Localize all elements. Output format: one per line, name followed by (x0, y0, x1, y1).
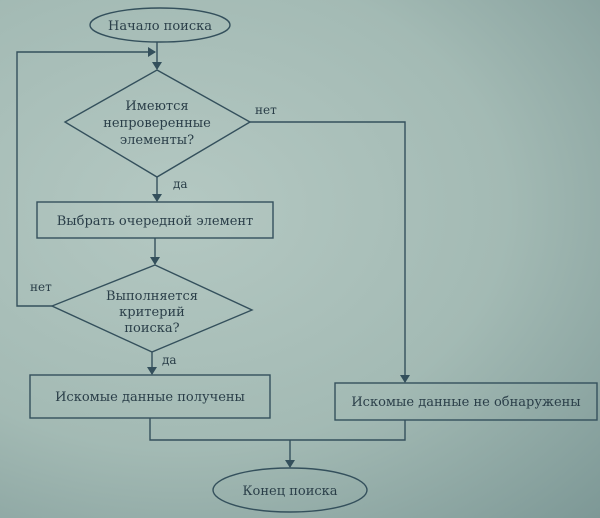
start-terminator (89, 7, 231, 43)
loop-connector (16, 47, 156, 307)
decision1-yes-label: да (173, 177, 188, 191)
connector (250, 121, 410, 383)
process-select-label: Выбрать очередной элемент (57, 214, 254, 229)
end-terminator (212, 467, 368, 513)
decision2-line2: критерий (119, 305, 185, 320)
result-not-found (334, 382, 598, 421)
decision2-yes-label: да (162, 353, 177, 367)
decision1-line2: непроверенные (103, 116, 211, 131)
end-label: Конец поиска (242, 484, 337, 499)
start-label: Начало поиска (108, 19, 212, 34)
decision1-line3: элементы? (120, 133, 194, 148)
decision2-no-label: нет (30, 280, 52, 294)
connector (149, 418, 406, 441)
decision1-line1: Имеются (125, 99, 188, 114)
decision2-line1: Выполняется (106, 289, 198, 304)
result-not-found-label: Искомые данные не обнаружены (351, 395, 580, 410)
result-found-label: Искомые данные получены (55, 390, 245, 405)
decision2-line3: поиска? (124, 321, 179, 336)
decision1-no-label: нет (255, 103, 277, 117)
